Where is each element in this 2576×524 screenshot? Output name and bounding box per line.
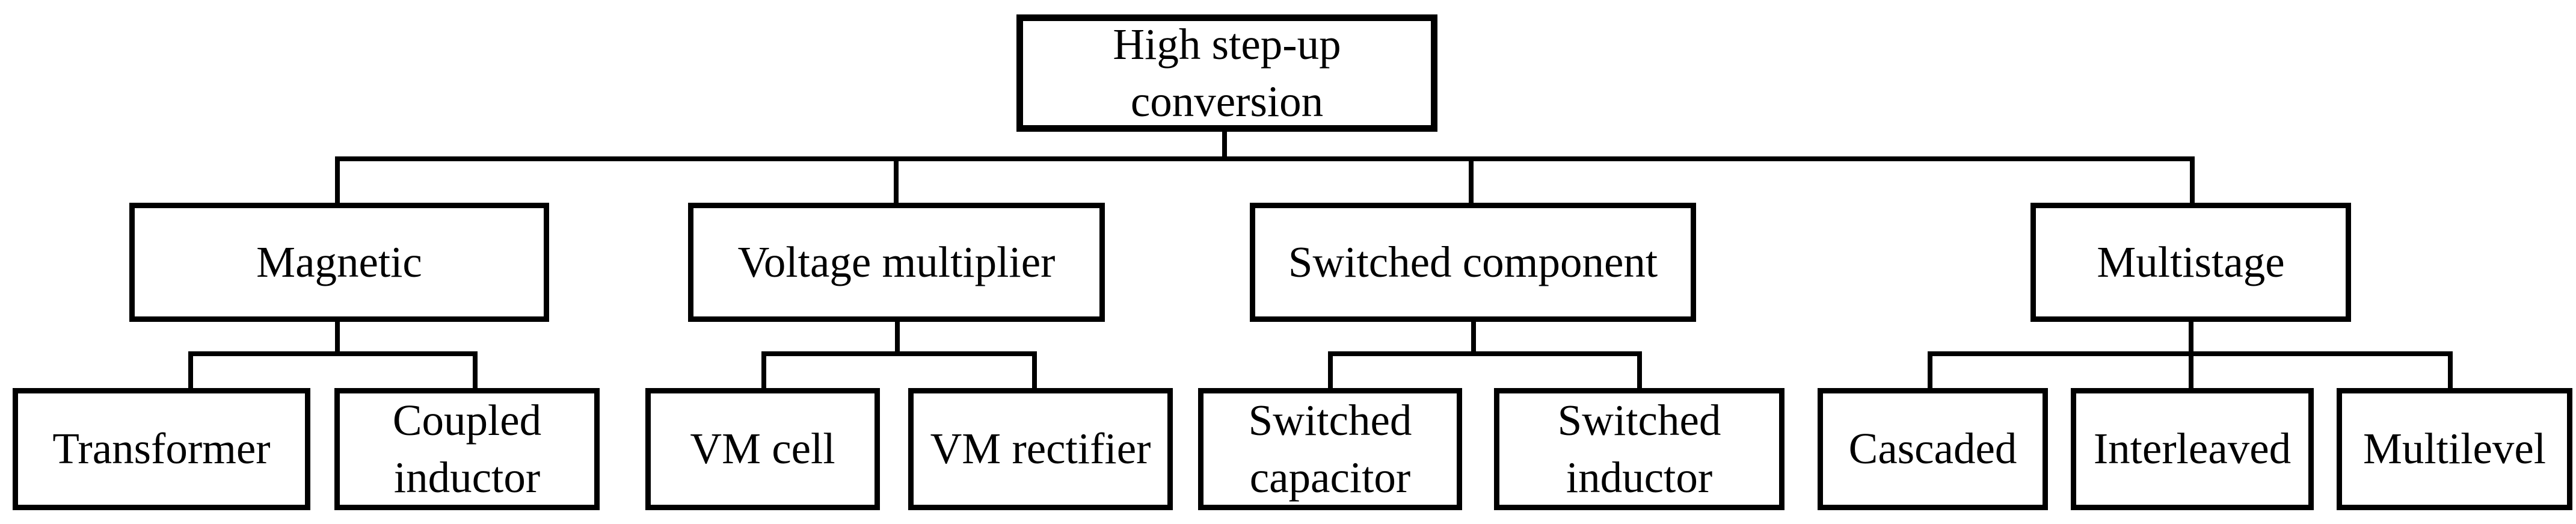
- node-label: Transformer: [52, 424, 271, 473]
- node-label: Switched capacitor: [1248, 395, 1412, 502]
- node-label: Multistage: [2097, 237, 2285, 286]
- node-label: Switched component: [1288, 237, 1658, 286]
- node-label: High step-up conversion: [1113, 19, 1341, 126]
- node-switched-inductor: Switched inductor: [1494, 388, 1784, 510]
- node-coupled-inductor: Coupled inductor: [334, 388, 600, 510]
- node-label: Cascaded: [1848, 424, 2017, 473]
- node-label: Coupled inductor: [392, 395, 542, 502]
- node-label: VM cell: [690, 424, 835, 473]
- node-label: Multilevel: [2362, 424, 2547, 473]
- node-label: VM rectifier: [930, 424, 1151, 473]
- node-voltage-multiplier: Voltage multiplier: [688, 203, 1105, 322]
- node-label: Switched inductor: [1557, 395, 1721, 502]
- node-label: Voltage multiplier: [737, 237, 1056, 286]
- node-high-step-up-conversion: High step-up conversion: [1016, 14, 1437, 132]
- node-vm-cell: VM cell: [645, 388, 880, 510]
- node-multilevel: Multilevel: [2337, 388, 2572, 510]
- node-cascaded: Cascaded: [1818, 388, 2048, 510]
- node-switched-component: Switched component: [1250, 203, 1696, 322]
- node-label: Magnetic: [256, 237, 422, 286]
- node-vm-rectifier: VM rectifier: [908, 388, 1173, 510]
- node-multistage: Multistage: [2030, 203, 2351, 322]
- node-magnetic: Magnetic: [129, 203, 549, 322]
- node-switched-capacitor: Switched capacitor: [1198, 388, 1462, 510]
- node-transformer: Transformer: [13, 388, 310, 510]
- node-interleaved: Interleaved: [2071, 388, 2314, 510]
- node-label: Interleaved: [2093, 424, 2292, 473]
